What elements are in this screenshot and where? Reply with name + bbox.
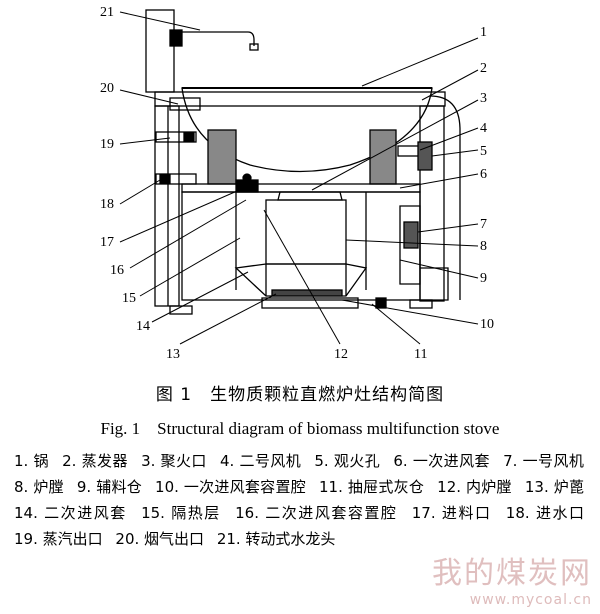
callout-4: 4: [480, 121, 487, 136]
callout-3: 3: [480, 91, 487, 106]
evaporator-left: [207, 129, 237, 185]
left-outer-wall: [154, 105, 180, 307]
legend-item-17: 17. 进料口: [411, 504, 492, 522]
primary-fan: [403, 221, 419, 249]
foot-left: [169, 305, 193, 315]
legend-item-18: 18. 进水口: [505, 504, 584, 522]
callout-16: 16: [110, 263, 124, 278]
grate: [271, 289, 343, 297]
foot-right: [409, 299, 433, 309]
inner-frame: [181, 191, 421, 301]
right-outer-wall: [419, 105, 445, 302]
callout-1: 1: [480, 25, 487, 40]
legend-item-15: 15. 隔热层: [141, 504, 221, 522]
callout-21: 21: [100, 5, 114, 20]
wok: [181, 87, 433, 173]
callout-9: 9: [480, 271, 487, 286]
callout-8: 8: [480, 239, 487, 254]
flue-gas-outlet: [169, 97, 201, 111]
callout-11: 11: [414, 347, 427, 362]
legend-item-11: 11. 抽屉式灰仓: [318, 478, 425, 496]
callout-2: 2: [480, 61, 487, 76]
right-pipe: [429, 95, 461, 300]
legend-item-6: 6. 一次进风套: [393, 452, 490, 470]
callout-19: 19: [100, 137, 114, 152]
legend-item-21: 21. 转动式水龙头: [216, 530, 336, 548]
legend-item-13: 13. 炉蓖: [524, 478, 584, 496]
stove-diagram: 1 2 3 4 5 6 7 8 9 10 11 12 13 14 15 16 1…: [100, 5, 494, 362]
steam-outlet: [155, 131, 197, 143]
legend-item-1: 1. 锅: [14, 452, 49, 470]
furnace-chamber: [265, 199, 347, 265]
air-jacket-plate: [181, 183, 421, 193]
faucet-tip: [249, 43, 259, 51]
legend-item-8: 8. 炉膛: [14, 478, 64, 496]
legend-item-16: 16. 二次进风套容置腔: [235, 504, 398, 522]
callout-12: 12: [334, 347, 348, 362]
callout-15: 15: [122, 291, 136, 306]
figure-caption-english: Fig. 1 Structural diagram of biomass mul…: [100, 419, 500, 438]
auxiliary-bin: [399, 205, 421, 285]
legend-item-2: 2. 蒸发器: [62, 452, 128, 470]
callout-5: 5: [480, 144, 487, 159]
stove-top-rim: [154, 91, 446, 107]
legend-item-10: 10. 一次进风套容置腔: [155, 478, 306, 496]
legend-item-20: 20. 烟气出口: [115, 530, 205, 548]
callout-20: 20: [100, 81, 114, 96]
legend-item-3: 3. 聚火口: [141, 452, 207, 470]
parts-legend: 1. 锅 2. 蒸发器 3. 聚火口 4. 二号风机 5. 观火孔 6. 一次进…: [14, 448, 592, 552]
stove-structure-svg: 1 2 3 4 5 6 7 8 9 10 11 12 13 14 15 16 1…: [100, 5, 494, 362]
callout-13: 13: [166, 347, 180, 362]
watermark: 我的煤炭网 www.mycoal.cn: [432, 548, 592, 608]
watermark-text: 我的煤炭网: [432, 556, 592, 591]
fire-gathering-mouth: [277, 191, 343, 201]
legend-item-9: 9. 辅料仓: [76, 478, 142, 496]
callout-10: 10: [480, 317, 494, 332]
callout-7: 7: [480, 217, 487, 232]
legend-item-12: 12. 内炉膛: [437, 478, 512, 496]
legend-item-5: 5. 观火孔: [314, 452, 381, 470]
faucet-pipe: [174, 31, 255, 46]
callout-18: 18: [100, 197, 114, 212]
callout-6: 6: [480, 167, 487, 182]
figure-caption-chinese: 图 1 生物质颗粒直燃炉灶结构简图: [155, 385, 445, 405]
callout-14: 14: [136, 319, 150, 334]
water-inlet: [155, 173, 197, 185]
callout-17: 17: [100, 235, 114, 250]
legend-item-4: 4. 二号风机: [220, 452, 302, 470]
faucet-valve: [169, 29, 183, 47]
legend-item-14: 14. 二次进风套: [14, 504, 127, 522]
water-tank-column: [145, 9, 175, 93]
watermark-url: www.mycoal.cn: [469, 592, 592, 608]
legend-item-19: 19. 蒸汽出口: [14, 530, 103, 548]
legend-item-7: 7. 一号风机: [503, 452, 584, 470]
secondary-fan: [397, 145, 421, 157]
